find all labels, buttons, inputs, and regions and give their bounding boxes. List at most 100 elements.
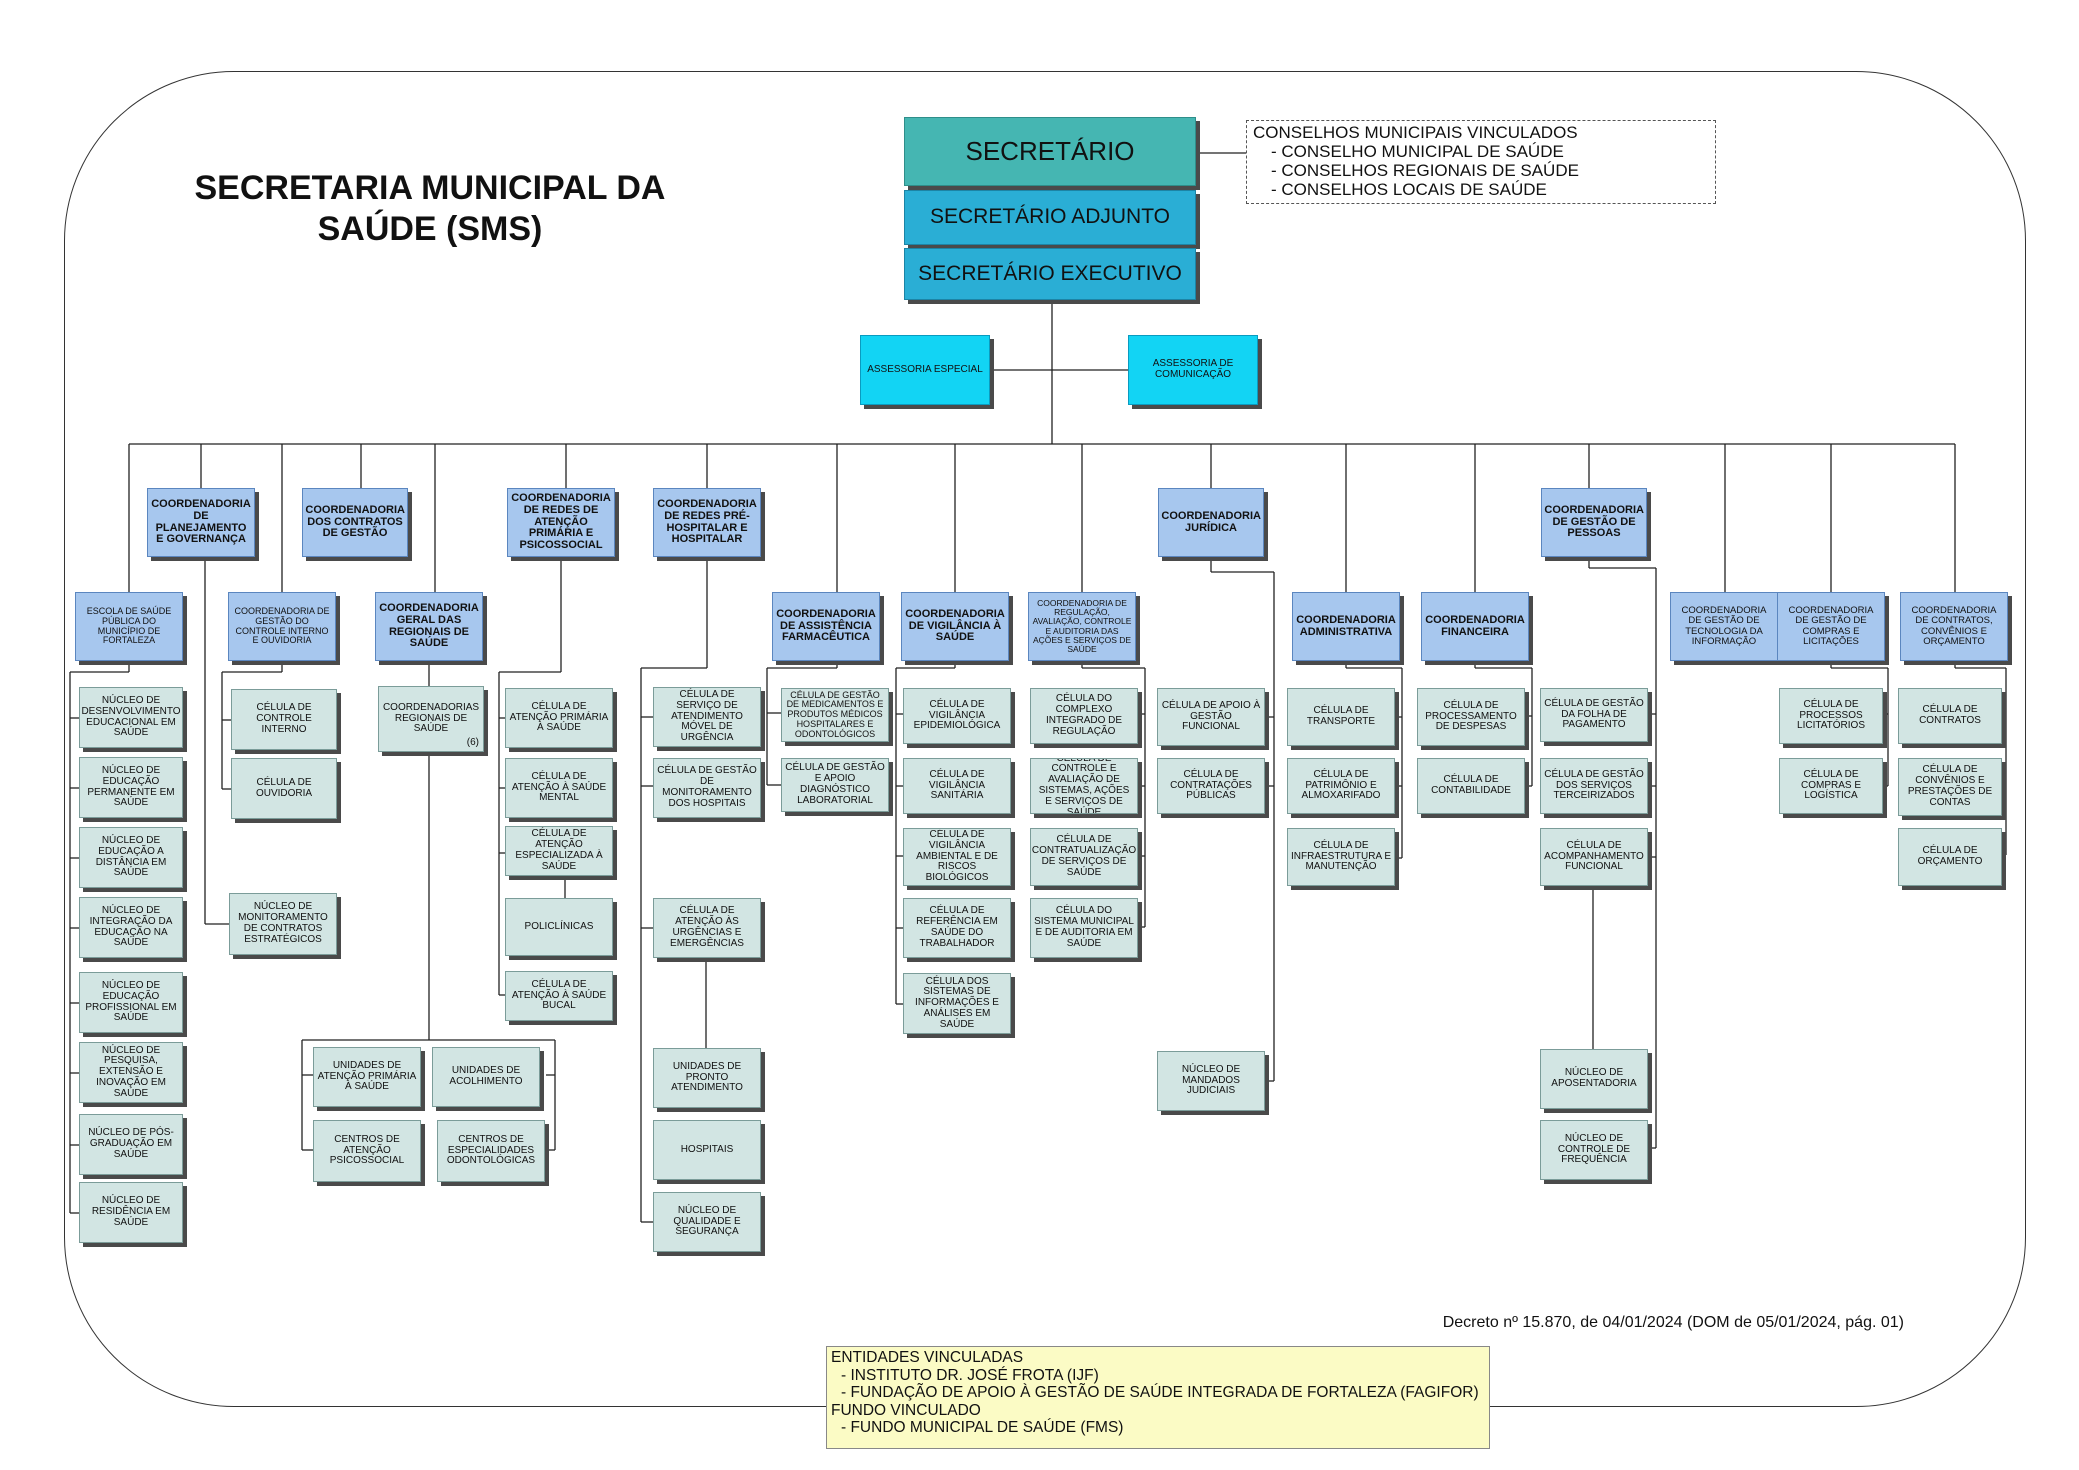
- farm-item[interactable]: CÉLULA DE GESTÃO DE MEDICAMENTOS E PRODU…: [781, 688, 889, 742]
- coord-regulacao[interactable]: COORDENADORIA DE REGULAÇÃO, AVALIAÇÃO, C…: [1028, 592, 1136, 661]
- entidade-item: - FUNDAÇÃO DE APOIO À GESTÃO DE SAÚDE IN…: [841, 1384, 1479, 1401]
- adm-item[interactable]: CÉLULA DE INFRAESTRUTURA E MANUTENÇÃO: [1287, 828, 1395, 886]
- coord-label: COORDENADORIA DE PLANEJAMENTO E GOVERNAN…: [151, 497, 251, 546]
- secretario-box[interactable]: SECRETÁRIO: [904, 117, 1196, 186]
- conselho-item: - CONSELHO MUNICIPAL DE SAÚDE: [1271, 142, 1564, 161]
- compras-item[interactable]: CÉLULA DE COMPRAS E LOGÍSTICA: [1779, 758, 1883, 814]
- escola-item[interactable]: NÚCLEO DE INTEGRAÇÃO DA EDUCAÇÃO NA SAÚD…: [79, 897, 183, 958]
- conselhos-box: CONSELHOS MUNICIPAIS VINCULADOS - CONSEL…: [1246, 120, 1716, 204]
- vig-item[interactable]: CÉLULA DOS SISTEMAS DE INFORMAÇÕES E ANÁ…: [903, 973, 1011, 1034]
- pre-item[interactable]: NÚCLEO DE QUALIDADE E SEGURANÇA: [653, 1192, 761, 1252]
- adm-item[interactable]: CÉLULA DE PATRIMÔNIO E ALMOXARIFADO: [1287, 758, 1395, 814]
- escola-item[interactable]: NÚCLEO DE EDUCAÇÃO PERMANENTE EM SAÚDE: [79, 757, 183, 818]
- cell-label: CÉLULA DE ACOMPANHAMENTO FUNCIONAL: [1544, 839, 1644, 873]
- escola-item[interactable]: NÚCLEO DE RESIDÊNCIA EM SAÚDE: [79, 1182, 183, 1243]
- coord-contratos[interactable]: COORDENADORIA DE CONTRATOS, CONVÊNIOS E …: [1900, 592, 2008, 661]
- pes-item[interactable]: CÉLULA DE ACOMPANHAMENTO FUNCIONAL: [1540, 828, 1648, 886]
- coord-farmaceutica[interactable]: COORDENADORIA DE ASSISTÊNCIA FARMACÊUTIC…: [772, 592, 880, 661]
- coord-pessoas[interactable]: COORDENADORIA DE GESTÃO DE PESSOAS: [1541, 488, 1647, 557]
- coord-controle[interactable]: COORDENADORIA DE GESTÃO DO CONTROLE INTE…: [228, 592, 336, 661]
- pre-item[interactable]: CÉLULA DE SERVIÇO DE ATENDIMENTO MÓVEL D…: [653, 687, 761, 747]
- assessoria-comunicacao-box[interactable]: ASSESSORIA DE COMUNICAÇÃO: [1128, 335, 1258, 405]
- secretario-adjunto-box[interactable]: SECRETÁRIO ADJUNTO: [904, 190, 1196, 245]
- coord-redes-pre[interactable]: COORDENADORIA DE REDES PRÉ-HOSPITALAR E …: [653, 488, 761, 557]
- fin-item[interactable]: CÉLULA DE PROCESSAMENTO DE DESPESAS: [1417, 688, 1525, 746]
- assessoria-especial-box[interactable]: ASSESSORIA ESPECIAL: [860, 335, 990, 405]
- vig-item[interactable]: CÉLULA DE VIGILÂNCIA EPIDEMIOLÓGICA: [903, 688, 1011, 744]
- regionais-unit[interactable]: UNIDADES DE ATENÇÃO PRIMÁRIA À SAÚDE: [313, 1047, 421, 1107]
- vig-item[interactable]: CÉLULA DE REFERÊNCIA EM SAÚDE DO TRABALH…: [903, 898, 1011, 958]
- pre-item[interactable]: UNIDADES DE PRONTO ATENDIMENTO: [653, 1048, 761, 1108]
- pes-item[interactable]: NÚCLEO DE APOSENTADORIA: [1540, 1049, 1648, 1109]
- cell-label: UNIDADES DE ACOLHIMENTO: [449, 1065, 523, 1087]
- coord-redes-aps[interactable]: COORDENADORIA DE REDES DE ATENÇÃO PRIMÁR…: [507, 488, 615, 557]
- cell-label: NÚCLEO DE EDUCAÇÃO PROFISSIONAL EM SAÚDE: [85, 979, 177, 1024]
- cell-label: UNIDADES DE ATENÇÃO PRIMÁRIA À SAÚDE: [317, 1059, 417, 1093]
- coord-juridica[interactable]: COORDENADORIA JURÍDICA: [1158, 488, 1264, 557]
- cell-label: CENTROS DE ATENÇÃO PSICOSSOCIAL: [329, 1133, 405, 1167]
- pre-item[interactable]: CÉLULA DE ATENÇÃO ÀS URGÊNCIAS E EMERGÊN…: [653, 898, 761, 958]
- pes-item[interactable]: CÉLULA DE GESTÃO DOS SERVIÇOS TERCEIRIZA…: [1540, 758, 1648, 814]
- compras-item[interactable]: CÉLULA DE PROCESSOS LICITATÓRIOS: [1779, 688, 1883, 744]
- jur-item[interactable]: NÚCLEO DE MANDADOS JUDICIAIS: [1157, 1051, 1265, 1111]
- coord-escola[interactable]: ESCOLA DE SAÚDE PÚBLICA DO MUNICÍPIO DE …: [75, 592, 183, 661]
- regionais-unit[interactable]: CENTROS DE ATENÇÃO PSICOSSOCIAL: [313, 1120, 421, 1182]
- coord-vigilancia[interactable]: COORDENADORIA DE VIGILÂNCIA À SAÚDE: [901, 592, 1009, 661]
- cell-label: CÉLULA DE TRANSPORTE: [1306, 705, 1376, 727]
- aps-item[interactable]: CÉLULA DE ATENÇÃO ESPECIALIZADA À SAÚDE: [505, 826, 613, 876]
- contratos-item[interactable]: CÉLULA DE CONVÊNIOS E PRESTAÇÕES DE CONT…: [1898, 758, 2002, 816]
- escola-item[interactable]: NÚCLEO DE DESENVOLVIMENTO EDUCACIONAL EM…: [79, 687, 183, 748]
- coord-planejamento[interactable]: COORDENADORIA DE PLANEJAMENTO E GOVERNAN…: [147, 488, 255, 557]
- farm-item[interactable]: CÉLULA DE GESTÃO E APOIO DIAGNÓSTICO LAB…: [781, 758, 889, 812]
- escola-item[interactable]: NÚCLEO DE PESQUISA, EXTENSÃO E INOVAÇÃO …: [79, 1042, 183, 1103]
- contratos-item[interactable]: CÉLULA DE CONTRATOS: [1898, 688, 2002, 744]
- cell-label: CÉLULA DE ATENÇÃO ÀS URGÊNCIAS E EMERGÊN…: [670, 905, 744, 949]
- cell-label: CÉLULA DE VIGILÂNCIA EPIDEMIOLÓGICA: [913, 698, 1001, 732]
- coord-administrativa[interactable]: COORDENADORIA ADMINISTRATIVA: [1292, 592, 1400, 661]
- cell-label: CÉLULA DE ORÇAMENTO: [1917, 845, 1983, 867]
- vig-item[interactable]: CÉLULA DE VIGILÂNCIA SANITÁRIA: [903, 758, 1011, 814]
- aps-item[interactable]: CÉLULA DE ATENÇÃO PRIMÁRIA À SAÚDE: [505, 688, 613, 748]
- contratos-item[interactable]: CÉLULA DE ORÇAMENTO: [1898, 828, 2002, 886]
- pes-item[interactable]: NÚCLEO DE CONTROLE DE FREQUÊNCIA: [1540, 1120, 1648, 1180]
- cell-label: CÉLULA DOS SISTEMAS DE INFORMAÇÕES E ANÁ…: [915, 975, 999, 1030]
- regionais-item[interactable]: COORDENADORIAS REGIONAIS DE SAÚDE(6): [378, 686, 484, 752]
- aps-item[interactable]: POLICLÍNICAS: [505, 898, 613, 956]
- reg-item[interactable]: CÉLULA DO COMPLEXO INTEGRADO DE REGULAÇÃ…: [1030, 688, 1138, 744]
- reg-item[interactable]: CÉLULA DE CONTROLE E AVALIAÇÃO DE SISTEM…: [1030, 758, 1138, 814]
- regionais-unit[interactable]: UNIDADES DE ACOLHIMENTO: [432, 1047, 540, 1107]
- fin-item[interactable]: CÉLULA DE CONTABILIDADE: [1417, 758, 1525, 814]
- controle-item[interactable]: CÉLULA DE OUVIDORIA: [231, 758, 337, 819]
- reg-item[interactable]: CÉLULA DE CONTRATUALIZAÇÃO DE SERVIÇOS D…: [1030, 828, 1138, 886]
- coord-contratos-gestao[interactable]: COORDENADORIA DOS CONTRATOS DE GESTÃO: [302, 488, 408, 557]
- secretario-adjunto-label: SECRETÁRIO ADJUNTO: [930, 205, 1170, 229]
- aps-item[interactable]: CÉLULA DE ATENÇÃO À SAÚDE MENTAL: [505, 758, 613, 818]
- coord-compras[interactable]: COORDENADORIA DE GESTÃO DE COMPRAS E LIC…: [1777, 592, 1885, 661]
- escola-item[interactable]: NÚCLEO DE EDUCAÇÃO A DISTÂNCIA EM SAÚDE: [79, 827, 183, 888]
- cell-label: NÚCLEO DE PESQUISA, EXTENSÃO E INOVAÇÃO …: [96, 1044, 166, 1099]
- pes-item[interactable]: CÉLULA DE GESTÃO DA FOLHA DE PAGAMENTO: [1540, 688, 1648, 742]
- secretario-executivo-box[interactable]: SECRETÁRIO EXECUTIVO: [904, 248, 1196, 300]
- pre-item[interactable]: CÉLULA DE GESTÃO DE MONITORAMENTO DOS HO…: [653, 758, 761, 818]
- adm-item[interactable]: CÉLULA DE TRANSPORTE: [1287, 688, 1395, 746]
- secretario-label: SECRETÁRIO: [965, 136, 1135, 167]
- aps-item[interactable]: CÉLULA DE ATENÇÃO À SAÚDE BUCAL: [505, 971, 613, 1021]
- cell-label: CÉLULA DE PATRIMÔNIO E ALMOXARIFADO: [1301, 768, 1381, 802]
- cell-label: NÚCLEO DE APOSENTADORIA: [1551, 1067, 1637, 1089]
- pre-item[interactable]: HOSPITAIS: [653, 1120, 761, 1180]
- coord-financeira[interactable]: COORDENADORIA FINANCEIRA: [1421, 592, 1529, 661]
- coord-label: COORDENADORIA DE CONTRATOS, CONVÊNIOS E …: [1911, 605, 1997, 647]
- vig-item[interactable]: CÉLULA DE VIGILÂNCIA AMBIENTAL E DE RISC…: [903, 828, 1011, 886]
- escola-item[interactable]: NÚCLEO DE PÓS-GRADUAÇÃO EM SAÚDE: [79, 1114, 183, 1175]
- coord-regionais[interactable]: COORDENADORIA GERAL DAS REGIONAIS DE SAÚ…: [375, 592, 483, 661]
- escola-item[interactable]: NÚCLEO DE EDUCAÇÃO PROFISSIONAL EM SAÚDE: [79, 972, 183, 1033]
- reg-item[interactable]: CÉLULA DO SISTEMA MUNICIPAL E DE AUDITOR…: [1030, 898, 1138, 958]
- jur-item[interactable]: CÉLULA DE CONTRATAÇÕES PÚBLICAS: [1157, 758, 1265, 814]
- controle-item[interactable]: CÉLULA DE CONTROLE INTERNO: [231, 689, 337, 750]
- regionais-unit[interactable]: CENTROS DE ESPECIALIDADES ODONTOLÓGICAS: [437, 1120, 545, 1182]
- coord-ti[interactable]: COORDENADORIA DE GESTÃO DE TECNOLOGIA DA…: [1670, 592, 1778, 661]
- jur-item[interactable]: CÉLULA DE APOIO À GESTÃO FUNCIONAL: [1157, 688, 1265, 746]
- planejamento-nucleo[interactable]: NÚCLEO DE MONITORAMENTO DE CONTRATOS EST…: [229, 893, 337, 955]
- cell-label: CÉLULA DE APOIO À GESTÃO FUNCIONAL: [1161, 699, 1261, 733]
- conselho-item: - CONSELHOS REGIONAIS DE SAÚDE: [1271, 161, 1579, 180]
